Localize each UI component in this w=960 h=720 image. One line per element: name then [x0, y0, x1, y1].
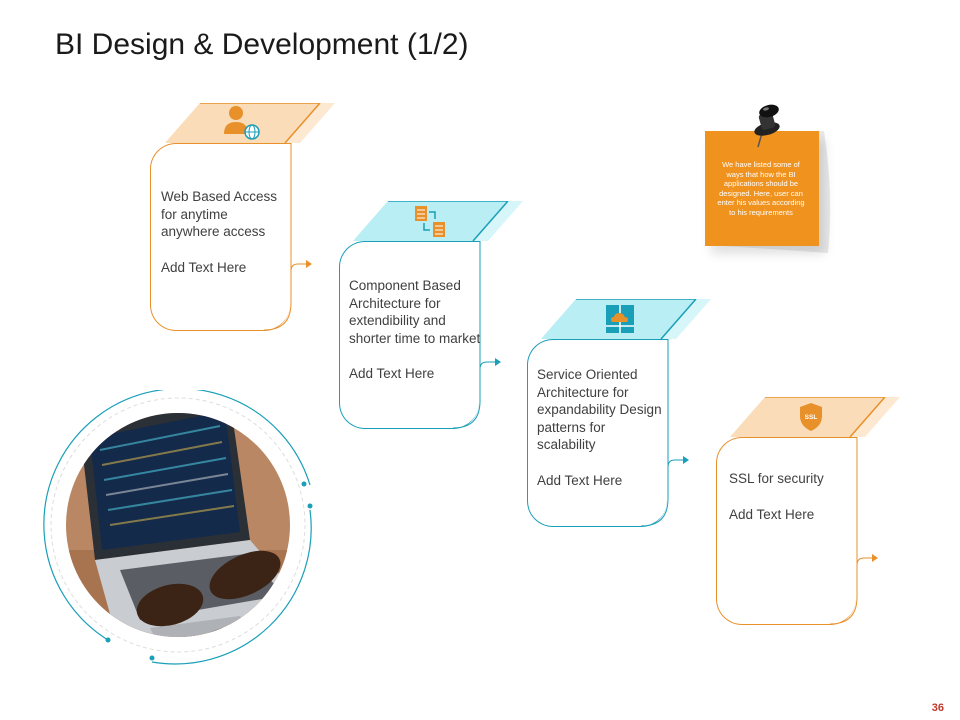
step-1-card: [150, 143, 290, 331]
cloud-network-icon: [605, 304, 635, 339]
sticky-note-text[interactable]: We have listed some of ways that how the…: [717, 160, 805, 217]
step-3-card: [527, 339, 667, 527]
step-1-placeholder[interactable]: Add Text Here: [161, 259, 247, 275]
step-4-connector: [826, 437, 886, 632]
components-icon: [413, 204, 449, 245]
step-1-connector: [260, 143, 320, 338]
step-1-text: Web Based Access for anytime anywhere ac…: [161, 188, 301, 276]
step-3-connector: [637, 339, 697, 534]
step-1-band: [165, 103, 335, 143]
step-2-placeholder[interactable]: Add Text Here: [349, 366, 435, 381]
step-2-connector: [449, 241, 509, 436]
step-4-placeholder[interactable]: Add Text Here: [729, 506, 815, 522]
laptop-photo: [40, 387, 320, 675]
ssl-icon-label: SSL: [805, 414, 818, 421]
step-4-text: SSL for security Add Text Here: [729, 470, 859, 523]
step-2-band: [353, 201, 523, 241]
slide-title: BI Design & Development (1/2): [55, 28, 469, 61]
step-2-card: [339, 241, 479, 429]
user-globe-icon: [222, 104, 264, 147]
sticky-note: [705, 131, 819, 246]
page-number: 36: [931, 702, 944, 714]
step-2-text: Component Based Architecture for extendi…: [349, 277, 499, 383]
step-4-card: [716, 437, 856, 625]
step-3-text: Service Oriented Architecture for expand…: [537, 366, 687, 489]
ssl-shield-icon: SSL: [798, 402, 824, 437]
step-3-placeholder[interactable]: Add Text Here: [537, 472, 623, 488]
pushpin-icon: [748, 103, 788, 154]
